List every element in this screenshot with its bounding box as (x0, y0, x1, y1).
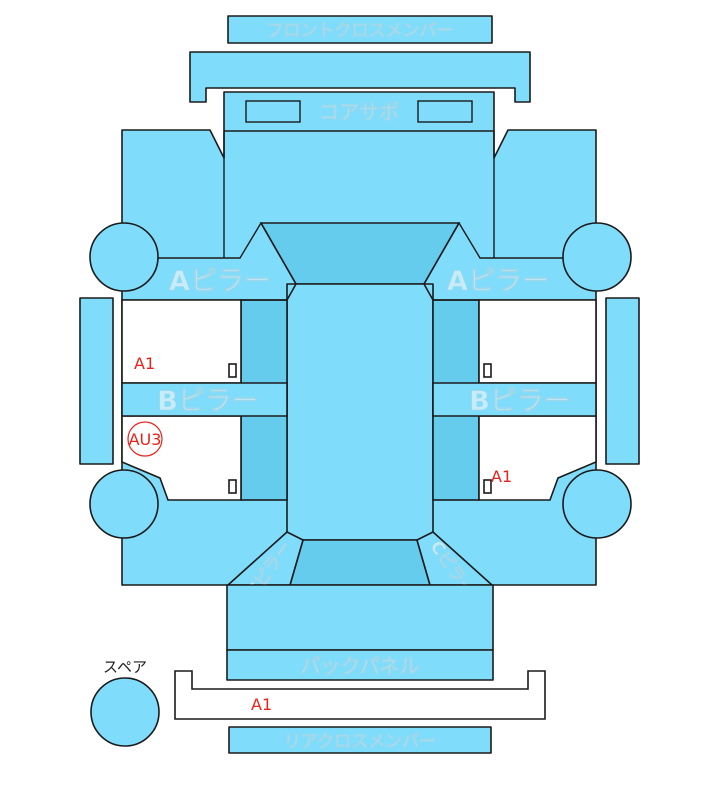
a-pillar-left[interactable]: Aピラー (122, 222, 297, 301)
core-support[interactable]: コアサポ (223, 100, 495, 258)
wheel-front-left[interactable] (89, 222, 159, 292)
b-pillar-left-label: Bピラー (157, 386, 259, 417)
core-support-label: コアサポ (319, 100, 399, 124)
damage-mark[interactable]: A1 (134, 354, 155, 373)
back-panel-label: バックパネル (301, 654, 420, 678)
wheel-rear-left[interactable] (89, 469, 159, 539)
back-panel[interactable]: バックパネル (226, 649, 494, 681)
left-side-sill[interactable] (79, 297, 114, 465)
right-front-latch (483, 363, 492, 378)
front-cross-member[interactable]: フロントクロスメンバー (227, 15, 493, 44)
roof[interactable] (286, 283, 434, 541)
damage-mark-circled[interactable]: AU3 (127, 421, 163, 457)
wheel-rear-right[interactable] (562, 469, 632, 539)
front-bumper[interactable] (189, 51, 531, 103)
left-rear-latch (228, 479, 237, 494)
right-rear-latch (483, 479, 492, 494)
damage-mark[interactable]: A1 (491, 467, 512, 486)
rear-cross-member-label: リアクロスメンバー (284, 732, 436, 752)
wheel-front-right[interactable] (562, 222, 632, 292)
front-cross-member-label: フロントクロスメンバー (267, 21, 454, 41)
b-pillar-right-label: Bピラー (469, 386, 571, 417)
a-pillar-right-label: Aピラー (447, 266, 549, 297)
right-side-sill[interactable] (605, 297, 640, 465)
a-pillar-left-label: Aピラー (169, 266, 271, 297)
rear-window[interactable] (288, 539, 432, 586)
rear-cross-member[interactable]: リアクロスメンバー (228, 726, 492, 754)
a-pillar-right[interactable]: Aピラー (423, 222, 596, 301)
spare-tire[interactable]: スペア (90, 658, 160, 747)
b-pillar-left[interactable]: Bピラー (121, 382, 288, 417)
damage-mark: AU3 (129, 430, 162, 449)
trunk-lid[interactable] (226, 584, 494, 651)
rear-bumper[interactable] (174, 670, 546, 720)
b-pillar-right[interactable]: Bピラー (432, 382, 597, 417)
damage-mark[interactable]: A1 (251, 695, 272, 714)
spare-tire-label: スペア (103, 658, 147, 676)
left-front-latch (228, 363, 237, 378)
right-front-door-opening[interactable] (478, 299, 597, 384)
